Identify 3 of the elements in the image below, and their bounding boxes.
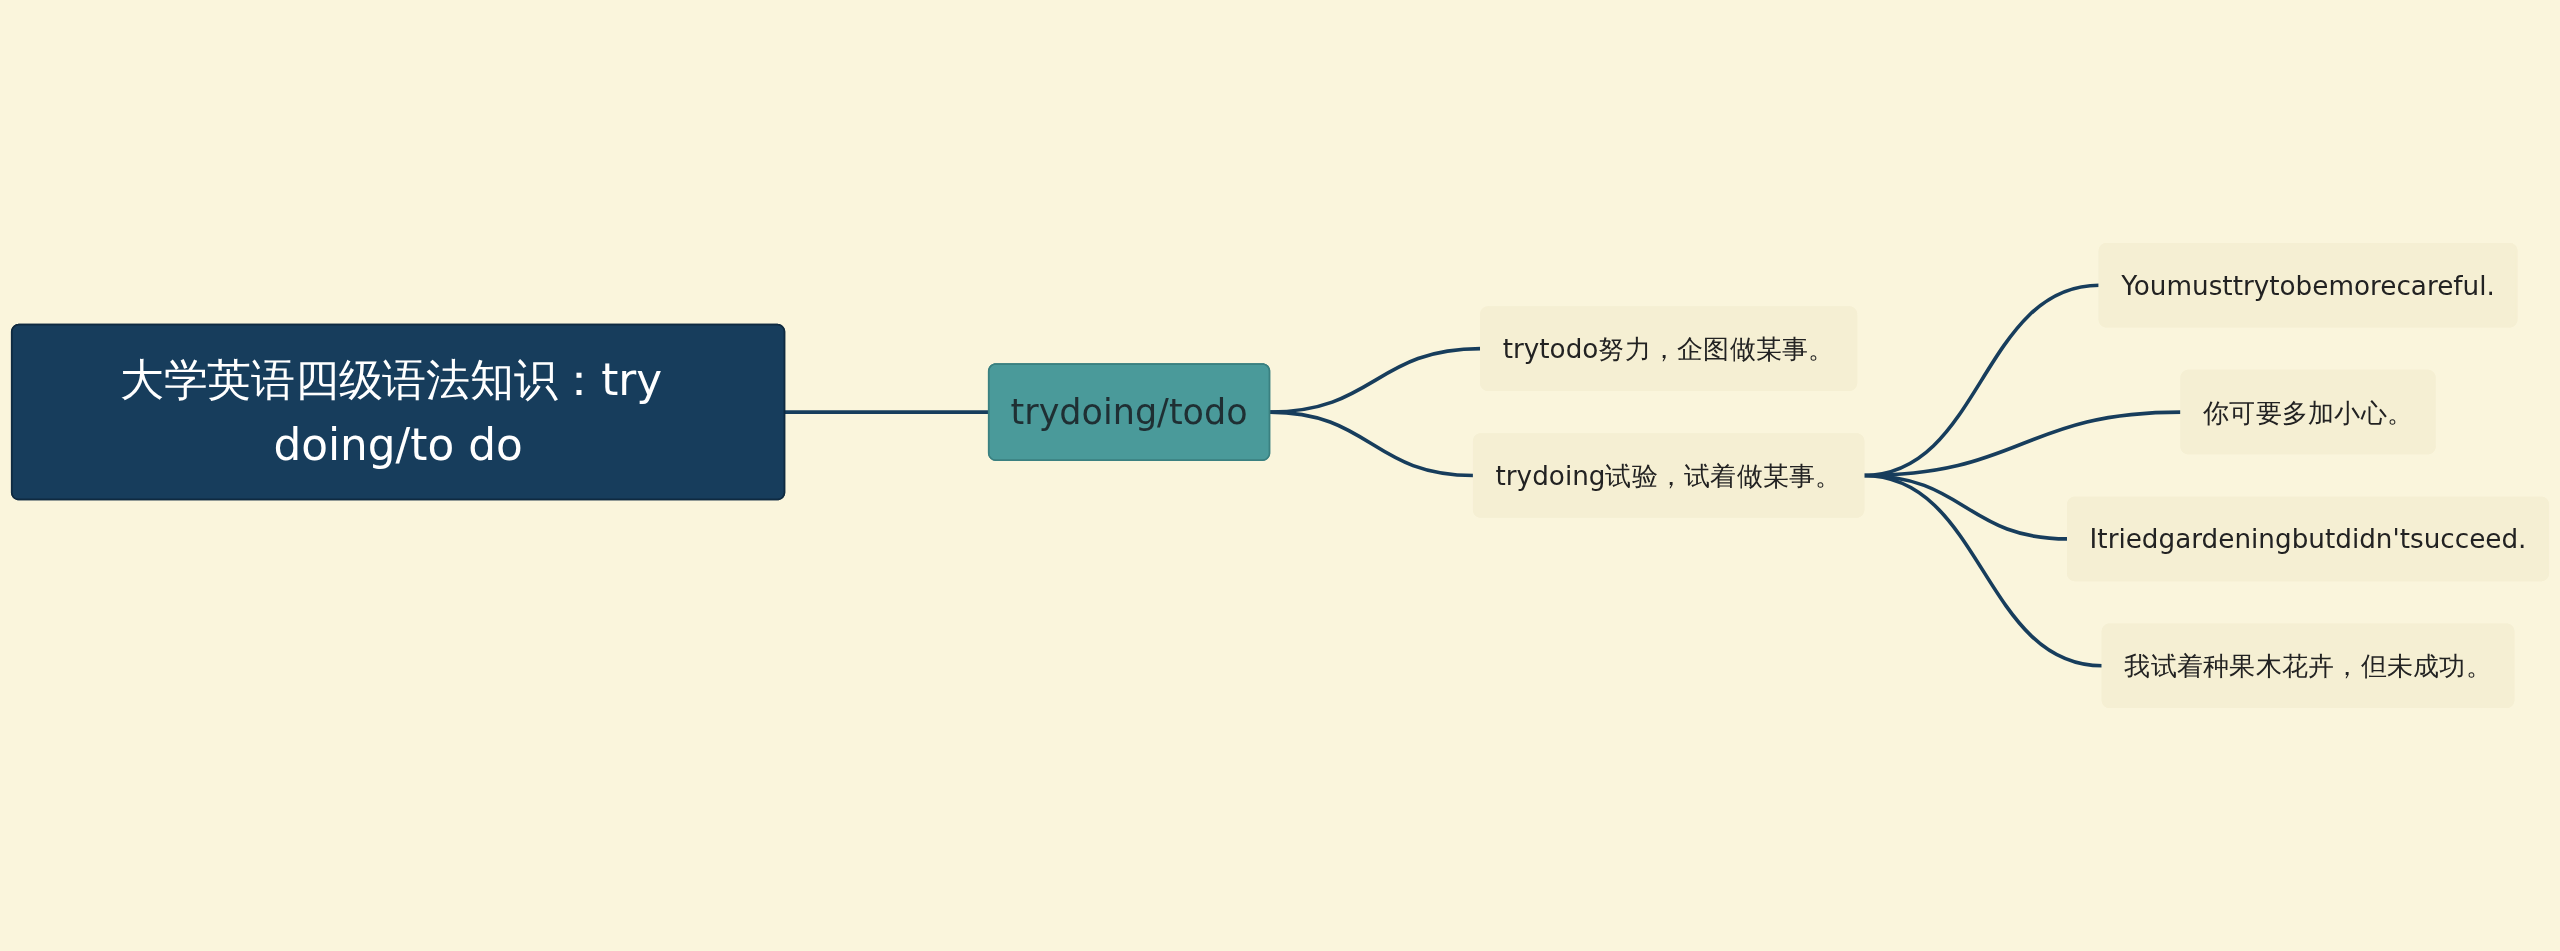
connector xyxy=(1269,410,1474,478)
connector xyxy=(1863,473,2103,668)
connector xyxy=(784,410,989,414)
